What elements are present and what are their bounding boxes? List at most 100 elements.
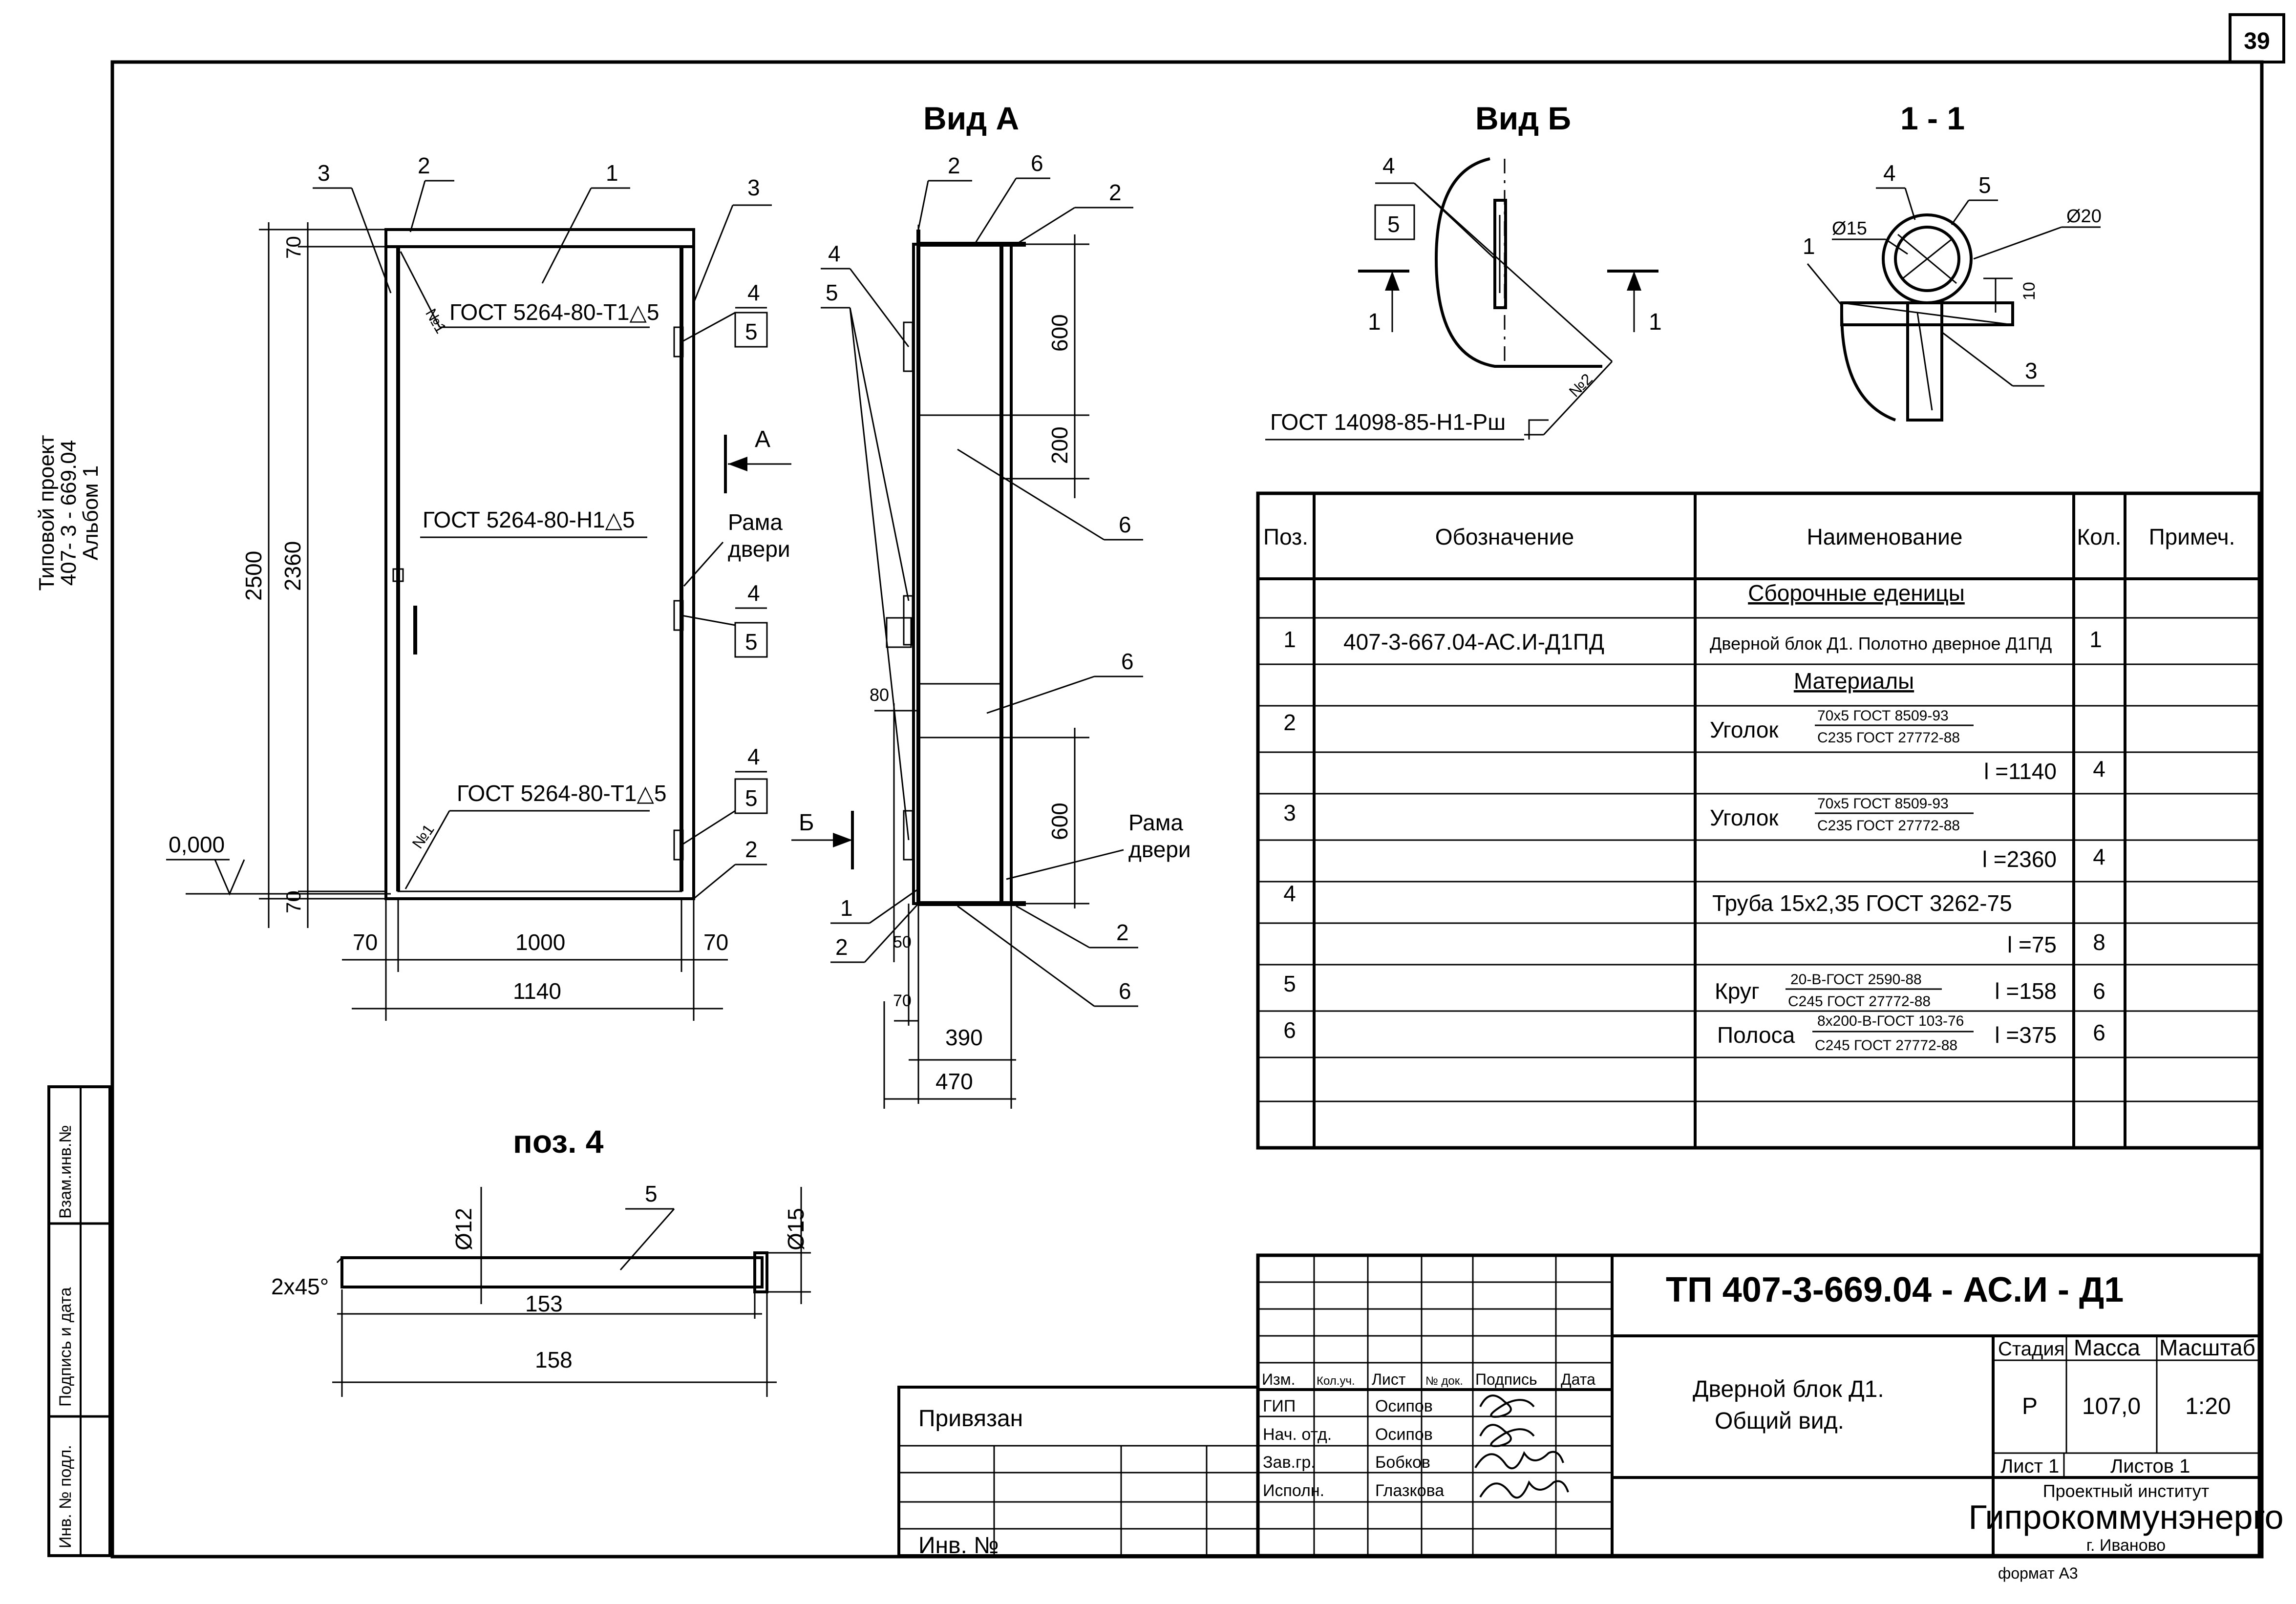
svg-text:Инв. №: Инв. № [918, 1533, 999, 1559]
svg-text:Дверной блок Д1. Полотно дверн: Дверной блок Д1. Полотно дверное Д1ПД [1710, 633, 2052, 654]
svg-text:3: 3 [747, 175, 760, 200]
svg-text:1: 1 [2089, 627, 2102, 652]
svg-text:70: 70 [893, 992, 912, 1010]
svg-text:5: 5 [645, 1181, 658, 1206]
svg-text:l =75: l =75 [2007, 932, 2057, 957]
svg-text:Кол.: Кол. [2077, 524, 2122, 549]
svg-text:Лист 1: Лист 1 [2000, 1456, 2059, 1477]
svg-text:l =2360: l =2360 [1982, 846, 2057, 872]
svg-text:1: 1 [1803, 233, 1815, 259]
svg-text:0,000: 0,000 [169, 832, 225, 857]
svg-text:1 - 1: 1 - 1 [1900, 100, 1965, 136]
svg-text:Труба 15x2,35 ГОСТ 3262-75: Труба 15x2,35 ГОСТ 3262-75 [1712, 890, 2012, 916]
svg-text:Общий вид.: Общий вид. [1715, 1408, 1844, 1434]
svg-text:5: 5 [1387, 211, 1400, 237]
svg-text:2500: 2500 [241, 551, 266, 601]
poz4-detail: поз. 4 5 2x45° Ø12 Ø15 153 158 [271, 1123, 811, 1397]
svg-text:Ø12: Ø12 [451, 1208, 476, 1250]
svg-text:6: 6 [2093, 978, 2105, 1004]
svg-text:2x45°: 2x45° [271, 1274, 329, 1299]
svg-text:Масса: Масса [2074, 1335, 2140, 1360]
svg-text:Бобков: Бобков [1375, 1453, 1430, 1472]
svg-text:Инв. № подл.: Инв. № подл. [56, 1445, 75, 1548]
svg-text:двери: двери [1128, 837, 1191, 862]
svg-text:Масштаб: Масштаб [2159, 1335, 2255, 1360]
svg-text:4: 4 [747, 580, 760, 606]
svg-text:6: 6 [1031, 150, 1043, 176]
svg-text:20-В-ГОСТ 2590-88: 20-В-ГОСТ 2590-88 [1790, 971, 1922, 988]
svg-text:Круг: Круг [1715, 978, 1760, 1004]
left-stamp: Взам.инв.№ Подпись и дата Инв. № подл. [47, 1085, 111, 1557]
svg-text:Сборочные еденицы: Сборочные еденицы [1748, 580, 1965, 606]
svg-text:407- 3 - 669.04: 407- 3 - 669.04 [57, 440, 81, 586]
svg-text:Альбом 1: Альбом 1 [79, 465, 103, 561]
svg-text:70: 70 [282, 890, 305, 913]
title-block: Изм. Кол.уч. Лист № док. Подпись Дата ГИ… [1256, 1253, 2284, 1582]
svg-text:70x5 ГОСТ 8509-93: 70x5 ГОСТ 8509-93 [1817, 708, 1949, 724]
latch [392, 568, 404, 582]
svg-text:С235 ГОСТ 27772-88: С235 ГОСТ 27772-88 [1817, 818, 1960, 834]
svg-text:Нач. отд.: Нач. отд. [1263, 1425, 1332, 1444]
svg-text:107,0: 107,0 [2082, 1393, 2141, 1419]
spec-row-lines [1258, 617, 2259, 1102]
svg-text:ГОСТ 5264-80-Т1△5: ГОСТ 5264-80-Т1△5 [457, 781, 666, 806]
svg-text:Исполн.: Исполн. [1263, 1481, 1324, 1500]
svg-text:Б: Б [799, 810, 814, 836]
svg-text:1140: 1140 [513, 978, 561, 1004]
svg-text:5: 5 [826, 280, 838, 305]
svg-text:Стадия: Стадия [1998, 1338, 2064, 1360]
side-label: Типовой проект 407- 3 - 669.04 Альбом 1 [35, 435, 103, 591]
view-a: Вид А 2 6 2 4 5 6 6 1 2 2 [791, 100, 1191, 1109]
svg-text:153: 153 [525, 1291, 563, 1316]
page-number-box [2229, 13, 2285, 63]
rod-inner [1894, 226, 1960, 292]
svg-text:С245 ГОСТ 27772-88: С245 ГОСТ 27772-88 [1788, 993, 1931, 1010]
svg-text:ГОСТ 14098-85-Н1-Рш: ГОСТ 14098-85-Н1-Рш [1270, 409, 1506, 435]
svg-text:6: 6 [1121, 649, 1134, 674]
svg-text:1: 1 [1368, 309, 1381, 335]
signatures [1474, 1394, 1569, 1499]
svg-text:Лист: Лист [1372, 1371, 1406, 1388]
svg-text:2360: 2360 [280, 541, 305, 591]
svg-text:Проектный институт: Проектный институт [2043, 1481, 2209, 1501]
svg-text:5: 5 [745, 785, 758, 811]
svg-text:ГОСТ 5264-80-Т1△5: ГОСТ 5264-80-Т1△5 [449, 299, 659, 325]
svg-text:3: 3 [2025, 358, 2038, 383]
svg-text:6: 6 [2093, 1020, 2105, 1045]
svg-text:Привязан: Привязан [918, 1406, 1023, 1432]
svg-text:ТП 407-3-669.04 - АС.И - Д1: ТП 407-3-669.04 - АС.И - Д1 [1666, 1270, 2124, 1309]
svg-text:Обозначение: Обозначение [1435, 524, 1574, 549]
svg-text:80: 80 [870, 685, 889, 705]
svg-text:2: 2 [1283, 710, 1296, 735]
svg-text:Р: Р [2022, 1393, 2038, 1419]
rod-head [753, 1251, 768, 1293]
binding-block: Привязан Инв. № [897, 1386, 1259, 1559]
svg-text:1000: 1000 [515, 929, 565, 955]
svg-text:Типовой проект: Типовой проект [35, 435, 59, 591]
svg-text:5: 5 [745, 629, 758, 654]
svg-text:1: 1 [1283, 627, 1296, 652]
svg-text:Осипов: Осипов [1375, 1397, 1433, 1415]
spec-table: Поз. Обозначение Наименование Кол. Приме… [1256, 491, 2261, 1150]
svg-text:70: 70 [282, 236, 305, 259]
svg-text:Поз.: Поз. [1263, 524, 1308, 549]
svg-text:Ø15: Ø15 [1832, 218, 1867, 239]
svg-text:4: 4 [1283, 881, 1296, 906]
svg-text:600: 600 [1047, 314, 1072, 352]
svg-text:4: 4 [828, 241, 841, 266]
top-angle [384, 228, 695, 248]
svg-text:Подпись и дата: Подпись и дата [56, 1287, 75, 1407]
svg-text:ГИП: ГИП [1263, 1397, 1296, 1415]
svg-text:Рама: Рама [1128, 810, 1183, 835]
svg-text:2: 2 [835, 934, 848, 960]
svg-text:5: 5 [745, 319, 758, 344]
svg-text:70: 70 [703, 929, 728, 955]
svg-text:1: 1 [606, 160, 618, 186]
svg-text:3: 3 [318, 160, 330, 186]
svg-text:470: 470 [935, 1069, 973, 1094]
svg-text:Ø20: Ø20 [2066, 206, 2102, 227]
svg-text:Зав.гр.: Зав.гр. [1263, 1453, 1316, 1472]
svg-text:5: 5 [1283, 971, 1296, 996]
rod-body [340, 1256, 764, 1288]
